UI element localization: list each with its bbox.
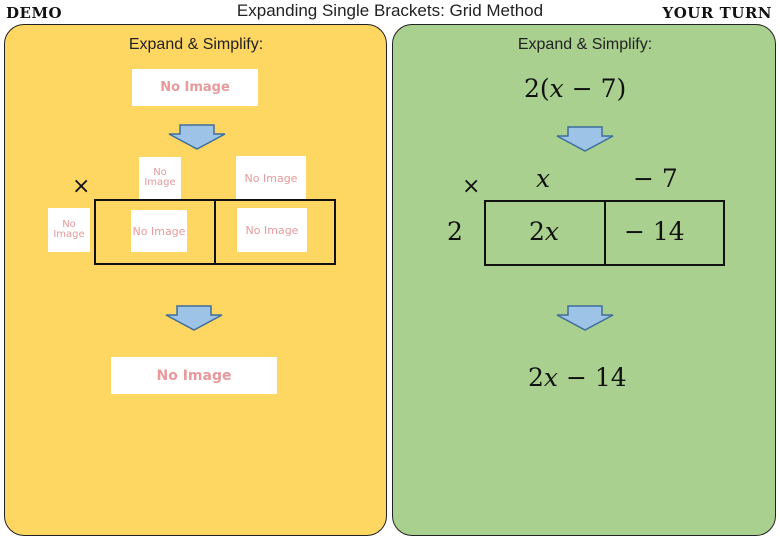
your-turn-grid-cell-2 [603, 202, 724, 264]
demo-down-arrow-2-icon [165, 305, 223, 331]
demo-row-header-image-placeholder: No Image [48, 208, 90, 252]
demo-label: DEMO [6, 4, 63, 22]
your-turn-label: YOUR TURN [662, 4, 772, 22]
page-title: Expanding Single Brackets: Grid Method [236, 1, 544, 20]
your-turn-down-arrow-2-icon [556, 305, 614, 331]
demo-answer-image-placeholder: No Image [111, 357, 277, 394]
your-turn-column-header-2: − 7 [633, 164, 678, 193]
demo-cell-2-image-placeholder: No Image [237, 208, 307, 252]
demo-panel [4, 24, 387, 536]
your-turn-times-icon: × [462, 174, 481, 199]
demo-times-icon: × [72, 174, 91, 199]
demo-down-arrow-1-icon [168, 124, 226, 150]
your-turn-column-header-1: x [536, 164, 551, 193]
your-turn-question: 2(x − 7) [524, 74, 627, 103]
your-turn-answer: 2x − 14 [528, 363, 627, 392]
demo-question-image-placeholder: No Image [132, 69, 258, 106]
your-turn-expansion-grid [484, 200, 725, 266]
your-turn-instruction: Expand & Simplify: [517, 36, 653, 53]
your-turn-row-header: 2 [447, 217, 463, 246]
your-turn-panel [392, 24, 776, 536]
your-turn-cell-2-value: − 14 [624, 217, 685, 246]
demo-expansion-grid [94, 199, 336, 265]
demo-grid-cell-2 [214, 201, 334, 263]
your-turn-down-arrow-1-icon [556, 126, 614, 152]
demo-cell-1-image-placeholder: No Image [131, 210, 187, 252]
demo-column-header-1-image-placeholder: No Image [139, 157, 181, 199]
your-turn-cell-1-value: 2x [529, 217, 560, 246]
demo-column-header-2-image-placeholder: No Image [236, 156, 306, 200]
demo-instruction: Expand & Simplify: [128, 36, 264, 53]
